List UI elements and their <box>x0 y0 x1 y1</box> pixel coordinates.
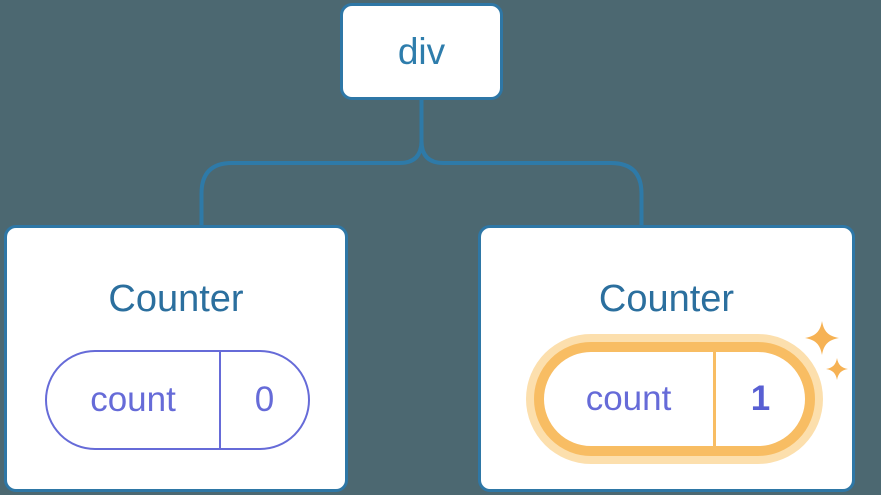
sparkle-icon <box>805 321 848 380</box>
state-pill-highlighted: count 1 <box>534 342 815 456</box>
component-title: Counter <box>598 278 735 320</box>
counter-card-left: Counter count 0 <box>4 225 348 492</box>
sparkle-star-small <box>826 358 848 380</box>
root-node-label: div <box>397 30 446 72</box>
root-node: div <box>340 3 503 100</box>
connector-branch-left <box>199 98 424 227</box>
state-value: 1 <box>713 352 805 446</box>
state-value: 0 <box>219 352 308 448</box>
state-key-label: count <box>585 379 672 418</box>
connector-branch-right <box>419 98 644 227</box>
sparkle-star-large <box>805 321 839 355</box>
counter-card-right: Counter count 1 <box>478 225 855 492</box>
component-title: Counter <box>108 278 244 320</box>
state-key-label: count <box>90 380 176 419</box>
state-pill: count 0 <box>45 350 310 450</box>
